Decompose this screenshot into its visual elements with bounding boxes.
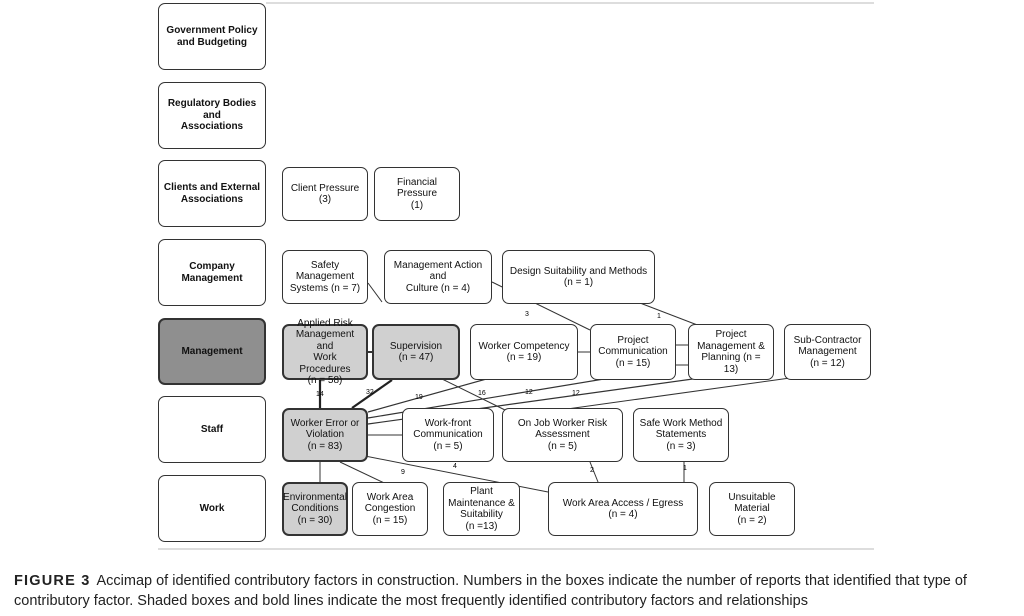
factor-plant-maintenance: Plant Maintenance & Suitability (n =13) — [443, 482, 520, 536]
caption-text: Accimap of identified contributory facto… — [14, 573, 967, 609]
link-ojra-waa — [589, 461, 599, 483]
caption-label: FIGURE 3 — [14, 573, 91, 589]
link-label-ojra-waa: 2 — [590, 467, 594, 474]
link-label-dsm-pmp: 1 — [657, 313, 661, 320]
link-label-wc-wev: 19 — [415, 394, 423, 401]
factor-work-area-access: Work Area Access / Egress (n = 4) — [548, 482, 698, 536]
factor-project-management-planning: Project Management & Planning (n = 13) — [688, 324, 774, 380]
level-government-policy: Government Policy and Budgeting — [158, 3, 266, 70]
factor-supervision: Supervision (n = 47) — [372, 324, 460, 380]
level-management: Management — [158, 318, 266, 385]
factor-on-job-risk-assessment: On Job Worker Risk Assessment (n = 5) — [502, 408, 623, 462]
link-label-arm-wev: 14 — [316, 391, 324, 398]
link-dsm-pmp — [639, 302, 701, 327]
link-label-sup-wev: 32 — [366, 389, 374, 396]
factor-worker-competency: Worker Competency (n = 19) — [470, 324, 578, 380]
factor-design-suitability: Design Suitability and Methods (n = 1) — [502, 250, 655, 304]
link-label-sub-wev: 12 — [572, 390, 580, 397]
factor-workfront-communication: Work-front Communication (n = 5) — [402, 408, 494, 462]
link-sms-mac — [367, 282, 383, 303]
factor-environmental-conditions: Environmental Conditions (n = 30) — [282, 482, 348, 536]
factor-worker-error-violation: Worker Error or Violation (n = 83) — [282, 408, 368, 462]
factor-applied-risk-management: Applied Risk Management and Work Procedu… — [282, 318, 368, 386]
link-wc-wev — [367, 377, 491, 413]
link-sup-ojra — [439, 377, 506, 411]
level-staff: Staff — [158, 396, 266, 463]
factor-management-action-culture: Management Action and Culture (n = 4) — [384, 250, 492, 304]
link-label-swms-waa: 1 — [683, 465, 687, 472]
level-clients-external: Clients and External Associations — [158, 160, 266, 227]
factor-unsuitable-material: Unsuitable Material (n = 2) — [709, 482, 795, 536]
factor-safety-management-systems: Safety Management Systems (n = 7) — [282, 250, 368, 304]
link-sub-staff — [559, 377, 791, 411]
link-label-mac-pc: 3 — [525, 311, 529, 318]
factor-safe-work-method-statements: Safe Work Method Statements (n = 3) — [633, 408, 729, 462]
factor-subcontractor-management: Sub-Contractor Management (n = 12) — [784, 324, 871, 380]
link-label-pc-wev: 16 — [478, 390, 486, 397]
link-label-wev-pma: 4 — [453, 463, 457, 470]
link-sup-wev — [351, 379, 393, 409]
factor-work-area-congestion: Work Area Congestion (n = 15) — [352, 482, 428, 536]
factor-client-pressure: Client Pressure (3) — [282, 167, 368, 221]
level-company-management: Company Management — [158, 239, 266, 306]
link-label-pmp-wev: 12 — [525, 389, 533, 396]
link-label-wev-ea: 9 — [401, 469, 405, 476]
accimap-diagram: 14 32 19 16 12 12 9 4 2 1 1 3 Government… — [158, 2, 874, 550]
factor-financial-pressure: Financial Pressure (1) — [374, 167, 460, 221]
factor-project-communication: Project Communication (n = 15) — [590, 324, 676, 380]
level-work: Work — [158, 475, 266, 542]
level-regulatory-bodies: Regulatory Bodies and Associations — [158, 82, 266, 149]
